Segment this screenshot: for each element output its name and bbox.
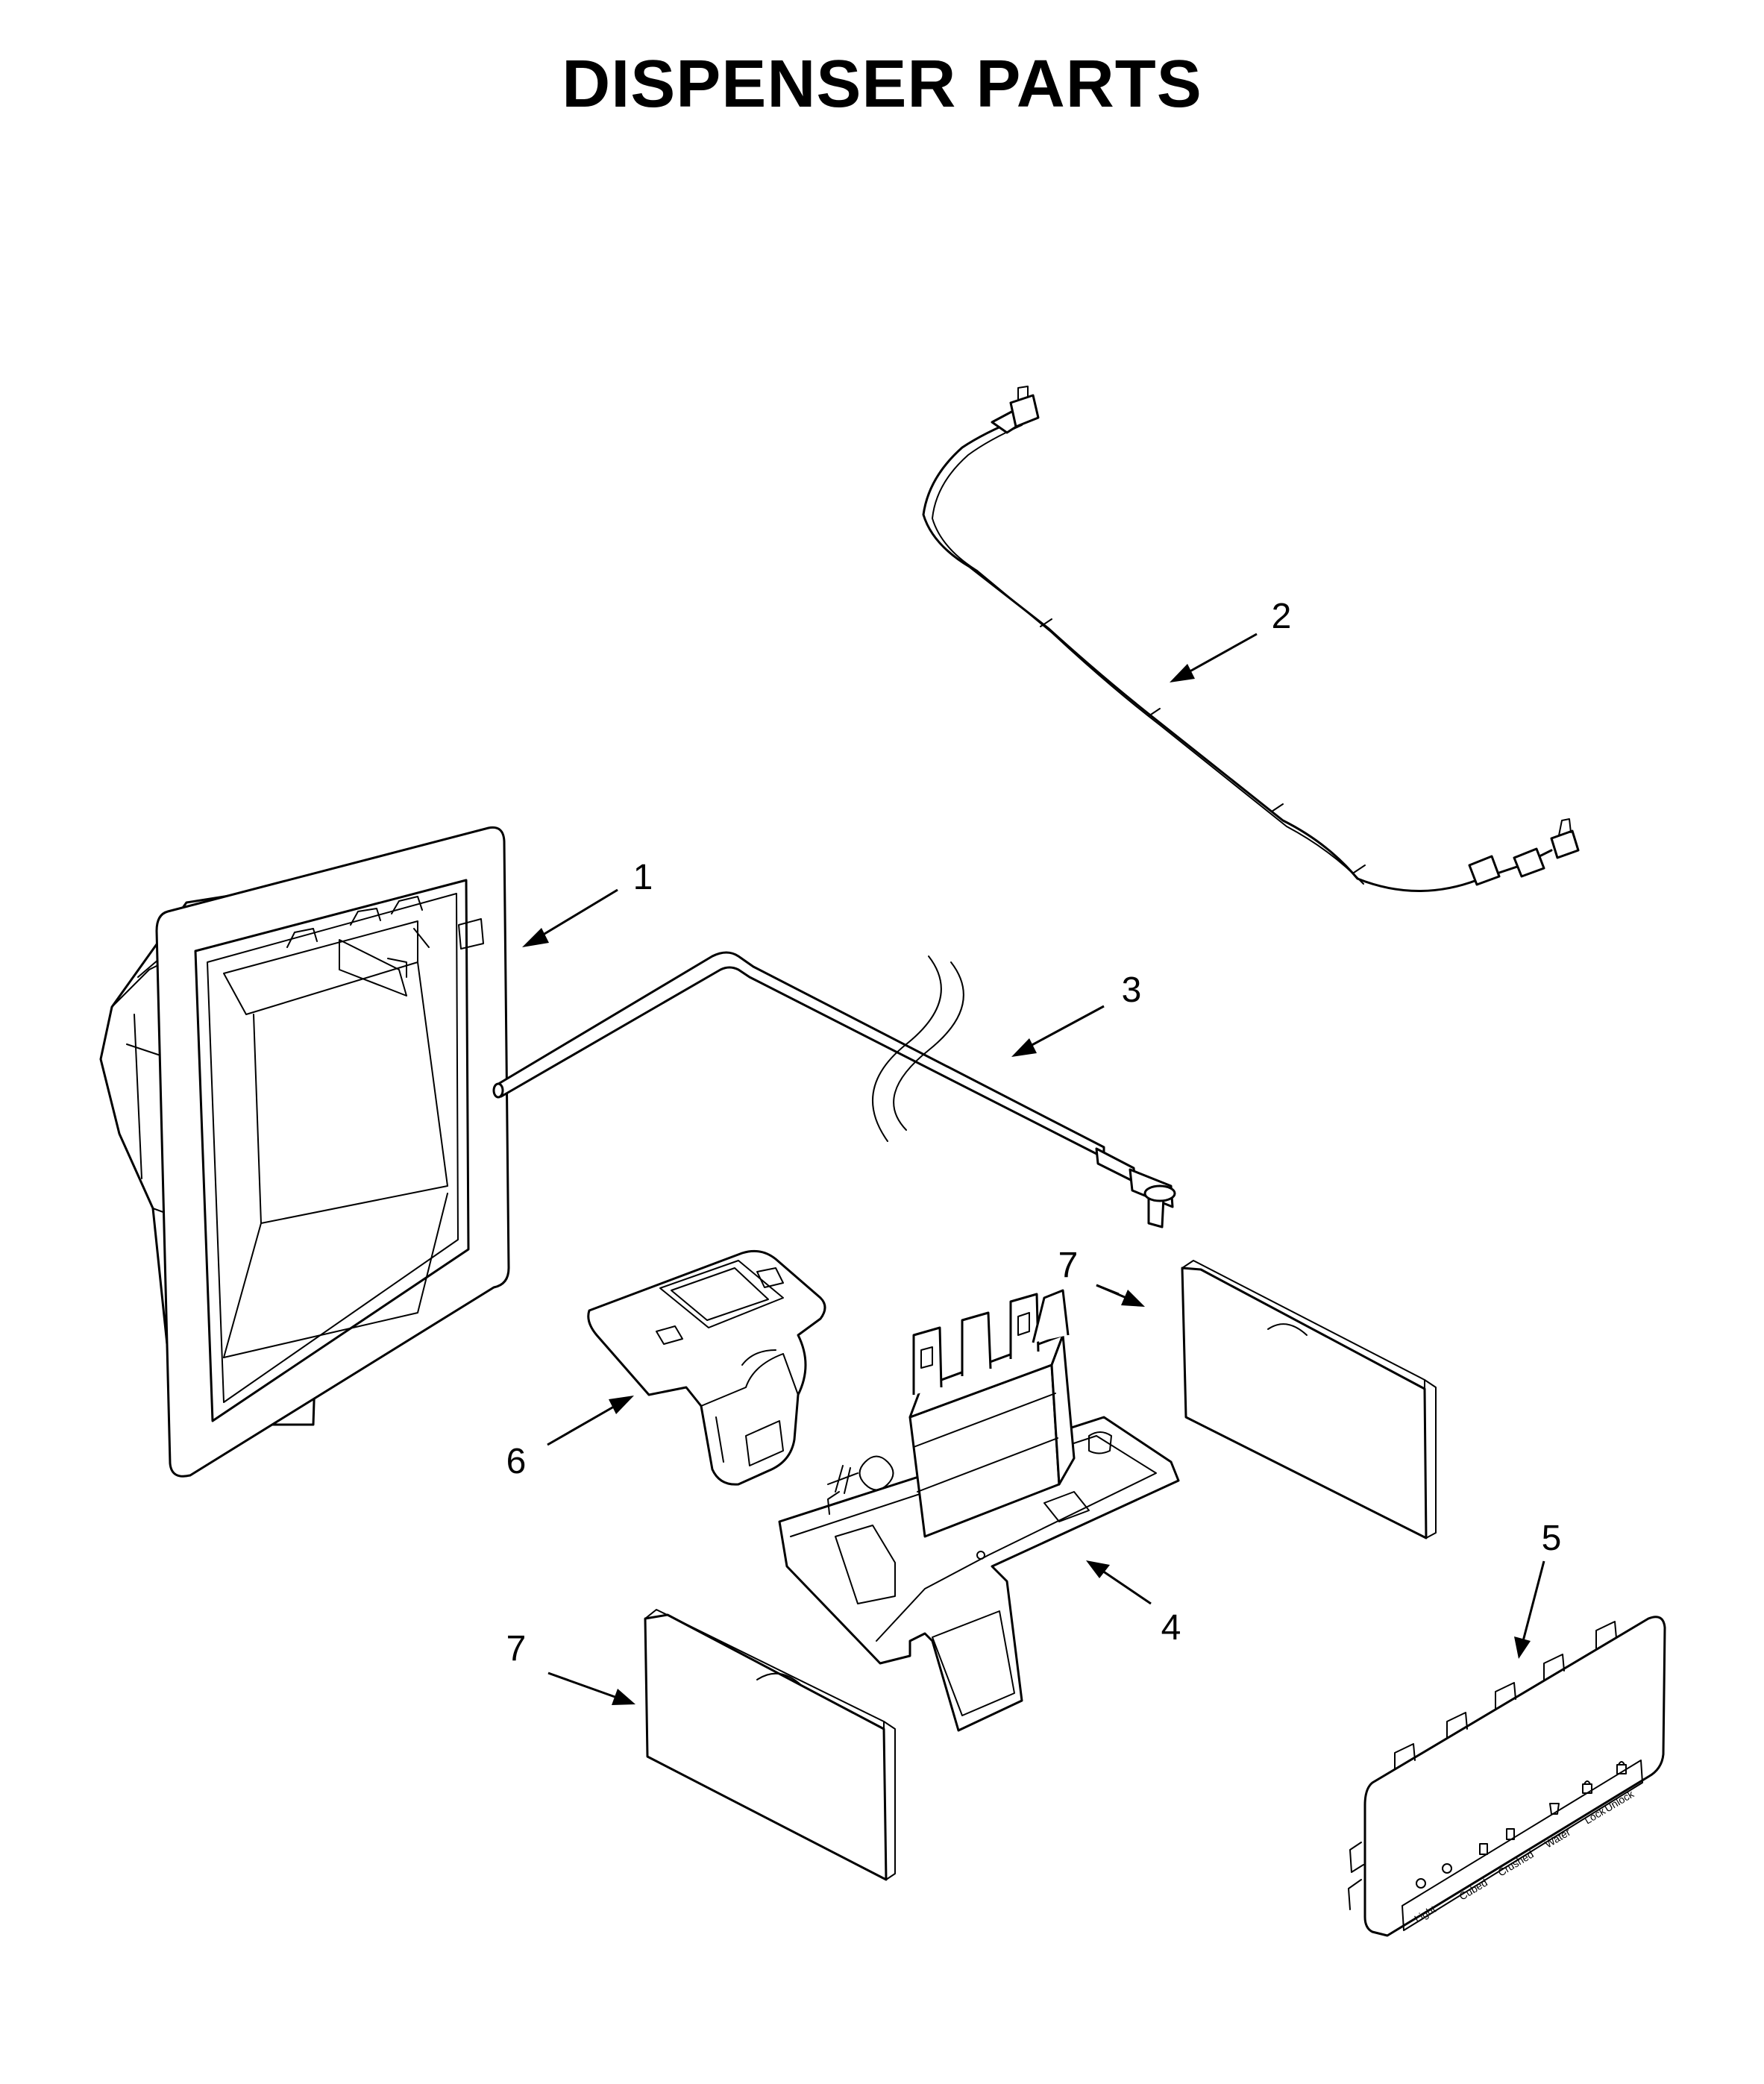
- callout-6: 6: [506, 1396, 634, 1481]
- callout-label-4: 4: [1161, 1608, 1181, 1648]
- callout-label-2: 2: [1272, 597, 1292, 636]
- page-title: DISPENSER PARTS: [562, 47, 1202, 122]
- callout-label-6: 6: [506, 1442, 527, 1481]
- callout-3: 3: [1011, 970, 1141, 1057]
- callout-5: 5: [1514, 1519, 1561, 1659]
- callout-4: 4: [1086, 1560, 1181, 1648]
- part-5-control-panel: Cubed Crushed Water Light Lock Unlock: [1348, 1616, 1666, 1937]
- part-7-trim-panel-lower: [644, 1609, 896, 1881]
- callout-label-7-upper: 7: [1058, 1246, 1079, 1285]
- part-6-dispenser-pad: [587, 1249, 826, 1486]
- callout-7-lower: 7: [506, 1629, 635, 1705]
- callout-2: 2: [1170, 597, 1291, 682]
- callout-1: 1: [522, 858, 653, 947]
- control-panel-icons: [1416, 1761, 1627, 1889]
- part-4-actuator-assembly: [778, 1289, 1180, 1732]
- part-7-trim-panel-upper: [1181, 1260, 1437, 1540]
- part-3-water-tube: [492, 951, 1176, 1228]
- callout-label-3: 3: [1122, 970, 1142, 1010]
- callout-label-1: 1: [633, 858, 653, 897]
- callout-7-upper: 7: [1058, 1246, 1145, 1307]
- part-2-wire-harness: [922, 386, 1580, 892]
- callout-label-5: 5: [1542, 1519, 1562, 1558]
- part-1-dispenser-housing: [99, 826, 510, 1478]
- callout-label-7-lower: 7: [506, 1629, 527, 1669]
